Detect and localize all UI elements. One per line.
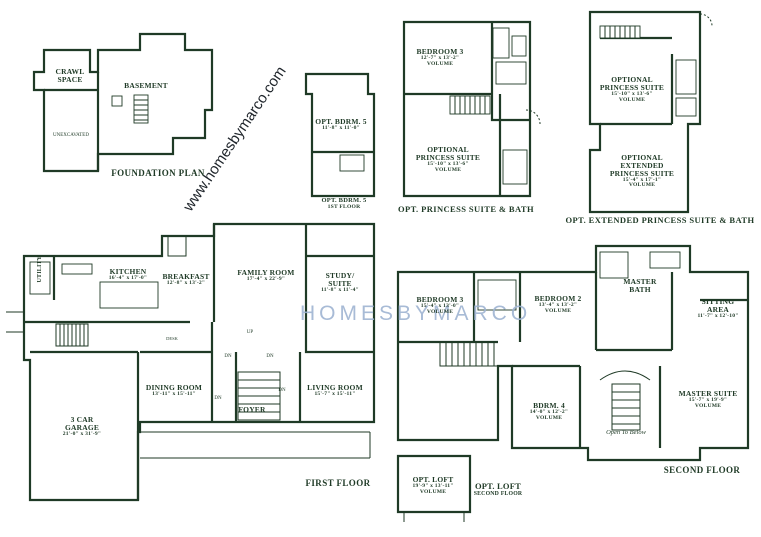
bedroom2-name: BEDROOM 2 bbox=[534, 294, 582, 303]
master-suite-dim: 15'-7" x 19'-9" bbox=[688, 396, 728, 403]
princess-suite-dim: 15'-10" x 13'-6" bbox=[427, 160, 469, 167]
bedroom2-dim: 13'-4" x 13'-2" bbox=[538, 301, 578, 308]
bdrm4-vol: VOLUME bbox=[535, 414, 563, 421]
extended-ext-name: OPTIONAL EXTENDED PRINCESS SUITE bbox=[609, 153, 675, 178]
princess-bedroom3-name: BEDROOM 3 bbox=[416, 47, 464, 56]
dn-label-3: DN bbox=[214, 396, 222, 401]
basement-label: BASEMENT bbox=[124, 81, 168, 90]
kitchen-name: KITCHEN bbox=[109, 267, 147, 276]
princess-bedroom3-dim: 12'-7" x 13'-2" bbox=[420, 54, 460, 61]
opt-princess-suite bbox=[402, 20, 541, 198]
garage-name: 3 CAR GARAGE bbox=[64, 415, 100, 432]
master-suite-name: MASTER SUITE bbox=[678, 389, 738, 398]
princess-suite-name: OPTIONAL PRINCESS SUITE bbox=[415, 145, 481, 162]
opt-loft-sub: SECOND FLOOR bbox=[473, 490, 523, 497]
extended-suite-name: OPTIONAL PRINCESS SUITE bbox=[599, 75, 665, 92]
unexcavated-label: UNEXCAVATED bbox=[53, 133, 89, 138]
extended-suite-vol: VOLUME bbox=[618, 96, 646, 103]
family-room-name: FAMILY ROOM bbox=[237, 268, 295, 277]
utility-label: UTILITY bbox=[36, 255, 43, 283]
master-bath-label: MASTER BATH bbox=[623, 277, 657, 294]
opt-bdrm5-dim: 11'-8" x 11'-0" bbox=[322, 124, 360, 131]
bedroom2-vol: VOLUME bbox=[544, 307, 572, 314]
watermark-brand: HOMESBYMARCO bbox=[300, 302, 532, 325]
study-dim: 11'-8" x 11'-4" bbox=[321, 286, 359, 293]
opt-bdrm5-name: OPT. BDRM. 5 bbox=[315, 117, 367, 126]
second-floor-title: SECOND FLOOR bbox=[663, 465, 741, 475]
opt-loft bbox=[396, 454, 472, 522]
opt-bdrm5-note: 1ST FLOOR bbox=[327, 203, 361, 210]
foundation-plan bbox=[32, 32, 214, 173]
study-name: STUDY/ SUITE bbox=[325, 271, 355, 288]
master-suite-vol: VOLUME bbox=[694, 402, 722, 409]
dining-room-name: DINING ROOM bbox=[145, 383, 203, 392]
kitchen-dim: 16'-4" x 17'-0" bbox=[108, 274, 148, 281]
breakfast-name: BREAKFAST bbox=[162, 272, 210, 281]
living-room-name: LIVING ROOM bbox=[307, 383, 363, 392]
desk-label: DESK bbox=[166, 336, 178, 341]
first-floor-title: FIRST FLOOR bbox=[305, 478, 371, 488]
second-bedroom3-vol: VOLUME bbox=[426, 308, 454, 315]
dining-room-dim: 13'-11" x 15'-11" bbox=[152, 390, 196, 397]
extended-ext-vol: VOLUME bbox=[628, 182, 656, 189]
opt-bdrm5-name-2: OPT. BDRM. 5 bbox=[321, 197, 367, 204]
dn-label-2: DN bbox=[266, 354, 274, 359]
dn-label-1: DN bbox=[224, 354, 232, 359]
sitting-area-dim: 11'-7" x 12'-10" bbox=[697, 312, 739, 319]
extended-title: OPT. EXTENDED PRINCESS SUITE & BATH bbox=[565, 215, 755, 225]
foundation-plan-title: FOUNDATION PLAN bbox=[111, 168, 205, 178]
sitting-area-name: SITTING AREA bbox=[701, 297, 735, 314]
foyer-label: FOYER bbox=[238, 405, 266, 414]
princess-bedroom3-vol: VOLUME bbox=[426, 60, 454, 67]
second-bedroom3-dim: 15'-4" x 13'-0" bbox=[420, 302, 460, 309]
opt-bedroom-5 bbox=[304, 72, 376, 198]
living-room-dim: 15'-7" x 15'-11" bbox=[314, 390, 356, 397]
extended-ext-dim: 15'-4" x 17'-1" bbox=[622, 176, 662, 183]
open-to-below-label: Open To Below bbox=[606, 429, 646, 436]
opt-loft-dim: 19'-9" x 13'-11" bbox=[412, 482, 454, 489]
princess-suite-vol: VOLUME bbox=[434, 166, 462, 173]
opt-loft-name: OPT. LOFT bbox=[412, 475, 454, 484]
bdrm4-name: BDRM. 4 bbox=[533, 401, 565, 410]
crawl-space-label: CRAWL SPACE bbox=[55, 67, 85, 84]
opt-loft-title-name: OPT. LOFT bbox=[474, 481, 522, 491]
second-floor bbox=[396, 244, 750, 462]
dn-label-4: DN bbox=[278, 388, 286, 393]
princess-title: OPT. PRINCESS SUITE & BATH bbox=[398, 204, 534, 214]
up-label: UP bbox=[246, 330, 254, 335]
opt-loft-vol: VOLUME bbox=[419, 488, 447, 495]
second-bedroom3-name: BEDROOM 3 bbox=[416, 295, 464, 304]
garage-dim: 21'-0" x 31'-9" bbox=[62, 430, 102, 437]
breakfast-dim: 12'-8" x 13'-2" bbox=[166, 279, 206, 286]
opt-extended-princess bbox=[588, 10, 713, 214]
first-floor bbox=[6, 222, 376, 502]
bdrm4-dim: 14'-0" x 12'-2" bbox=[529, 408, 569, 415]
family-room-dim: 17'-4" x 22'-9" bbox=[246, 275, 286, 282]
extended-suite-dim: 15'-10" x 13'-6" bbox=[611, 90, 653, 97]
